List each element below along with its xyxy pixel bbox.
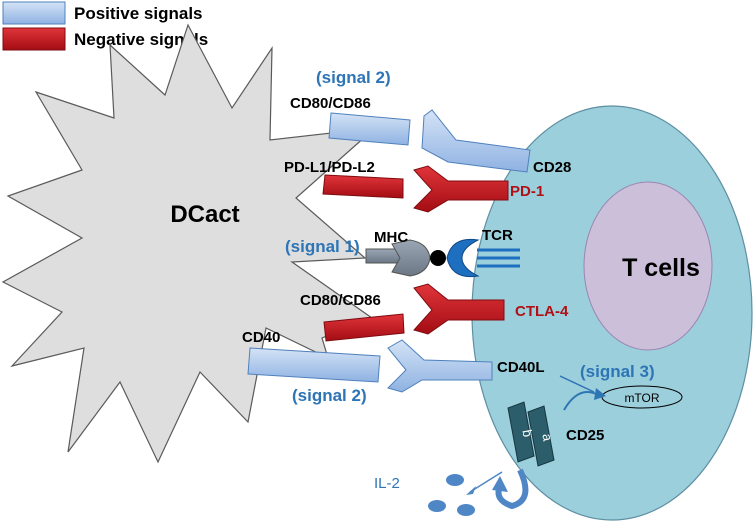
cd25-chain-a (527, 405, 555, 467)
cd25-chain-b-label: b (519, 428, 535, 438)
cd28-receptor (421, 109, 531, 173)
dc-label: DCact (170, 201, 239, 228)
legend-positive-swatch (2, 1, 66, 25)
pdl1-pd1-pair (322, 165, 509, 213)
mhc-stalk (365, 248, 401, 264)
il2-feedback-arrow (495, 468, 529, 510)
cd80-cd86-top-label: CD80/CD86 (290, 95, 371, 112)
cd40-bar (247, 347, 381, 383)
il2-label: IL-2 (374, 475, 400, 492)
signal3-arrowhead (594, 388, 606, 400)
mhc-tcr-pair (365, 238, 520, 278)
cd80-cd86-bottom-label: CD80/CD86 (300, 292, 381, 309)
cd40l-label: CD40L (497, 359, 545, 376)
legend: Positive signals Negative signals (2, 1, 208, 51)
antigen-peptide (430, 250, 446, 266)
legend-negative-label: Negative signals (74, 30, 208, 49)
signal2-bottom-label: (signal 2) (292, 386, 367, 405)
cd40l-receptor (387, 339, 493, 393)
signal1-label: (signal 1) (285, 237, 360, 256)
legend-positive-label: Positive signals (74, 4, 203, 23)
il2-feedback-arrowhead (492, 476, 508, 492)
cd40l-to-mtor-arrow (559, 375, 595, 393)
tcr-receptor (446, 238, 480, 278)
tcr-label: TCR (482, 227, 513, 244)
il2-secretion-arrow (469, 471, 503, 493)
il2-molecule (428, 500, 446, 512)
cd80-ctla4-pair (323, 283, 505, 342)
cd40-label: CD40 (242, 329, 280, 346)
signal3-arrow (563, 391, 597, 411)
cd80-cd86-bottom-bar (323, 313, 405, 342)
pdl1-pdl2-bar (322, 174, 404, 199)
il2-molecule (457, 504, 475, 516)
cd25-receptor: b a (507, 401, 556, 467)
t-cell-label: T cells (622, 254, 700, 282)
pdl1-pdl2-label: PD-L1/PD-L2 (284, 159, 375, 176)
cd28-label: CD28 (533, 159, 571, 176)
mhc-label: MHC (374, 229, 408, 246)
mtor-label: mTOR (624, 391, 659, 405)
signal2-top-label: (signal 2) (316, 68, 391, 87)
signal3-label: (signal 3) (580, 362, 655, 381)
cd25-label: CD25 (566, 427, 604, 444)
mhc-molecule (391, 239, 431, 277)
ctla4-label: CTLA-4 (515, 303, 569, 320)
pd1-receptor (413, 165, 509, 213)
dendritic-cell (1, 23, 377, 464)
pd1-label: PD-1 (510, 183, 544, 200)
il2-molecule (446, 474, 464, 486)
ctla4-receptor (413, 283, 505, 335)
legend-negative-swatch (2, 27, 66, 51)
cd25-chain-a-label: a (539, 432, 555, 442)
cd40-cd40l-pair (247, 339, 493, 393)
cd25-chain-b (507, 401, 535, 463)
il2-secretion-arrowhead (466, 486, 476, 495)
cd80-cd86-top-bar (328, 112, 411, 146)
t-cell-nucleus (583, 181, 713, 351)
cd80-cd28-pair (328, 109, 531, 173)
